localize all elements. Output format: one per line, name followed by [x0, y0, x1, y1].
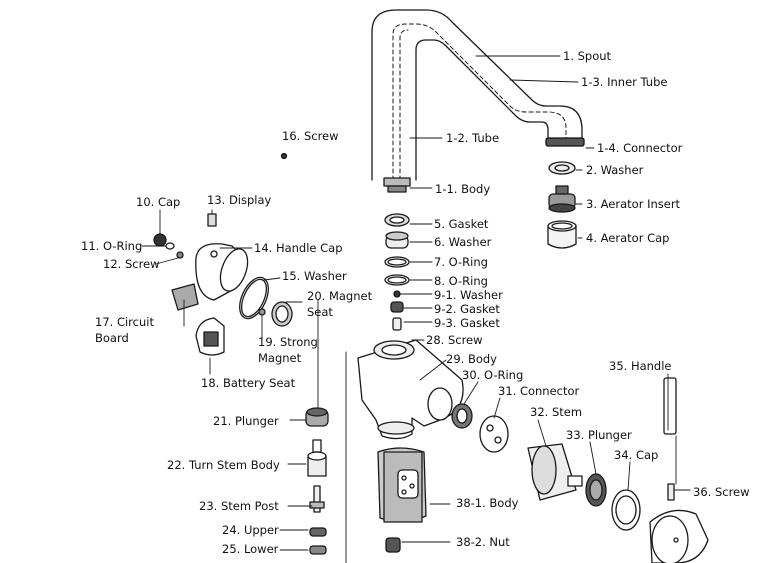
label-upper-24: 24. Upper	[222, 523, 279, 537]
label-washer-6: 6. Washer	[434, 235, 492, 249]
label-aerator-cap: 4. Aerator Cap	[586, 231, 670, 245]
label-plunger-33: 33. Plunger	[566, 428, 632, 442]
label-lower-25: 25. Lower	[222, 542, 279, 556]
body-38-1-part	[377, 447, 427, 553]
turn-stem-column	[305, 407, 329, 555]
label-body-29: 29. Body	[446, 352, 497, 366]
label-connector-1-4: 1-4. Connector	[597, 141, 683, 155]
label-oring-8: 8. O-Ring	[434, 274, 488, 288]
label-tube: 1-2. Tube	[446, 131, 500, 145]
label-stem-post-23: 23. Stem Post	[199, 499, 279, 513]
label-turn-stem-body-22: 22. Turn Stem Body	[167, 458, 280, 472]
label-cap-10: 10. Cap	[136, 195, 181, 209]
label-inner-tube: 1-3. Inner Tube	[581, 75, 668, 89]
label-strong-magnet-19-line1: 19. Strong	[258, 335, 318, 349]
label-aerator-insert: 3. Aerator Insert	[586, 197, 681, 211]
label-gasket-9-3: 9-3. Gasket	[434, 316, 500, 330]
label-battery-seat-18: 18. Battery Seat	[201, 376, 296, 390]
label-body-1-1: 1-1. Body	[435, 182, 491, 196]
label-circuit-board-17-line1: 17. Circuit	[95, 315, 154, 329]
label-washer-2: 2. Washer	[586, 163, 644, 177]
aerator-parts	[547, 161, 577, 249]
leader-lines	[141, 55, 691, 563]
label-oring-7: 7. O-Ring	[434, 255, 488, 269]
body-29-part	[357, 339, 709, 563]
label-screw-16: 16. Screw	[282, 129, 339, 143]
handle-cap-assembly	[153, 152, 293, 356]
label-screw-36: 36. Screw	[693, 485, 750, 499]
label-body-38-1: 38-1. Body	[456, 496, 519, 510]
label-plunger-21: 21. Plunger	[213, 414, 279, 428]
label-strong-magnet-19-line2: Magnet	[258, 351, 302, 365]
label-stem-32: 32. Stem	[530, 405, 583, 419]
label-washer-9-1: 9-1. Washer	[434, 288, 503, 302]
label-display-13: 13. Display	[207, 193, 272, 207]
label-gasket-9-2: 9-2. Gasket	[434, 302, 500, 316]
label-washer-15: 15. Washer	[282, 269, 347, 283]
label-screw-28: 28. Screw	[426, 333, 483, 347]
label-magnet-seat-20-line1: 20. Magnet	[307, 289, 373, 303]
label-oring-30: 30. O-Ring	[462, 368, 524, 382]
center-small-parts	[384, 213, 410, 331]
label-cap-34: 34. Cap	[614, 448, 659, 462]
label-spout: 1. Spout	[563, 49, 612, 63]
label-handle-35: 35. Handle	[609, 359, 672, 373]
label-magnet-seat-20-line2: Seat	[307, 305, 333, 319]
label-handle-cap-14: 14. Handle Cap	[254, 241, 343, 255]
label-nut-38-2: 38-2. Nut	[456, 535, 510, 549]
spout-part	[371, 9, 585, 193]
label-screw-12: 12. Screw	[103, 257, 160, 271]
label-oring-11: 11. O-Ring	[81, 239, 143, 253]
label-gasket-5: 5. Gasket	[434, 217, 489, 231]
label-circuit-board-17-line2: Board	[95, 331, 129, 345]
label-connector-31: 31. Connector	[498, 384, 580, 398]
